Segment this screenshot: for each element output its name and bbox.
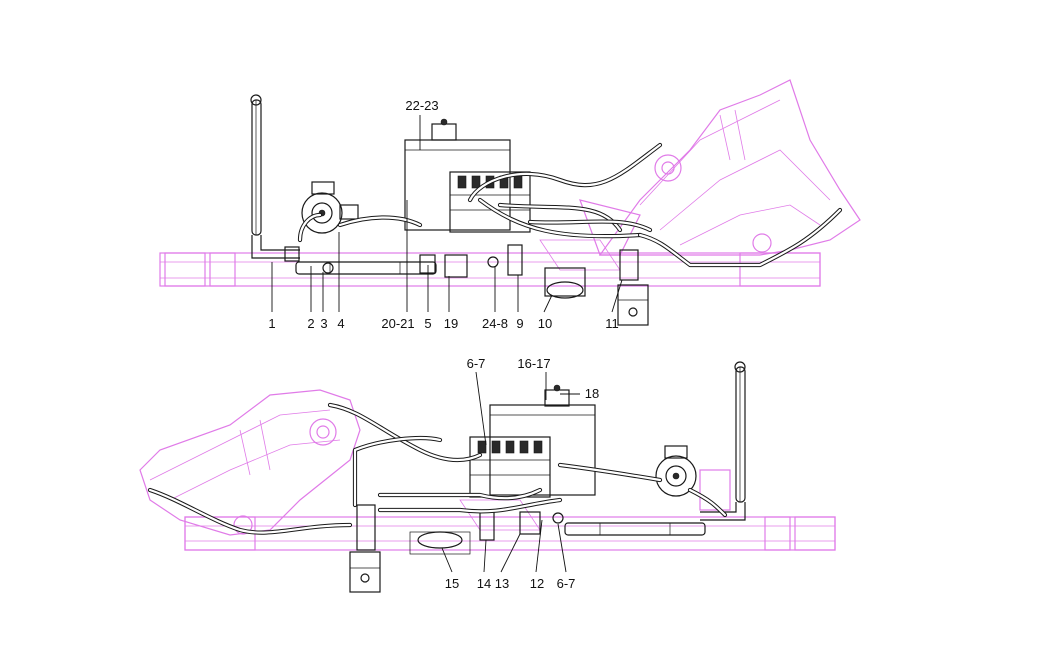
- callout-10: 10: [538, 316, 552, 331]
- callout-15: 15: [445, 576, 459, 591]
- callout-6-7-upper: 6-7: [467, 356, 486, 371]
- bottom-machine-frame: [139, 389, 836, 551]
- bottom-view-drawing: 6-7 16-17 18 15 14 13 12 6-7: [139, 356, 836, 593]
- callout-14: 14: [477, 576, 491, 591]
- callout-24-8: 24-8: [482, 316, 508, 331]
- callout-3: 3: [320, 316, 327, 331]
- callout-12: 12: [530, 576, 544, 591]
- callout-2: 2: [307, 316, 314, 331]
- bottom-leader-lines: [441, 371, 580, 573]
- callout-13: 13: [495, 576, 509, 591]
- callout-6-7-lower: 6-7: [557, 576, 576, 591]
- callout-20-21: 20-21: [381, 316, 414, 331]
- callout-16-17: 16-17: [517, 356, 550, 371]
- callout-5: 5: [424, 316, 431, 331]
- callout-19: 19: [444, 316, 458, 331]
- callout-4: 4: [337, 316, 344, 331]
- top-leader-lines: [271, 115, 623, 313]
- callout-11: 11: [605, 316, 619, 331]
- bottom-hydraulic-components: [147, 361, 746, 593]
- top-callouts: 1 2 3 4 20-21 5 19 24-8 9 10 11 22-23: [268, 98, 618, 331]
- bottom-callouts: 6-7 16-17 18 15 14 13 12 6-7: [445, 356, 599, 591]
- callout-22-23: 22-23: [405, 98, 438, 113]
- top-hydraulic-components: [250, 94, 843, 326]
- top-view-drawing: 1 2 3 4 20-21 5 19 24-8 9 10 11 22-23: [159, 79, 861, 331]
- callout-9: 9: [516, 316, 523, 331]
- callout-1: 1: [268, 316, 275, 331]
- callout-18: 18: [585, 386, 599, 401]
